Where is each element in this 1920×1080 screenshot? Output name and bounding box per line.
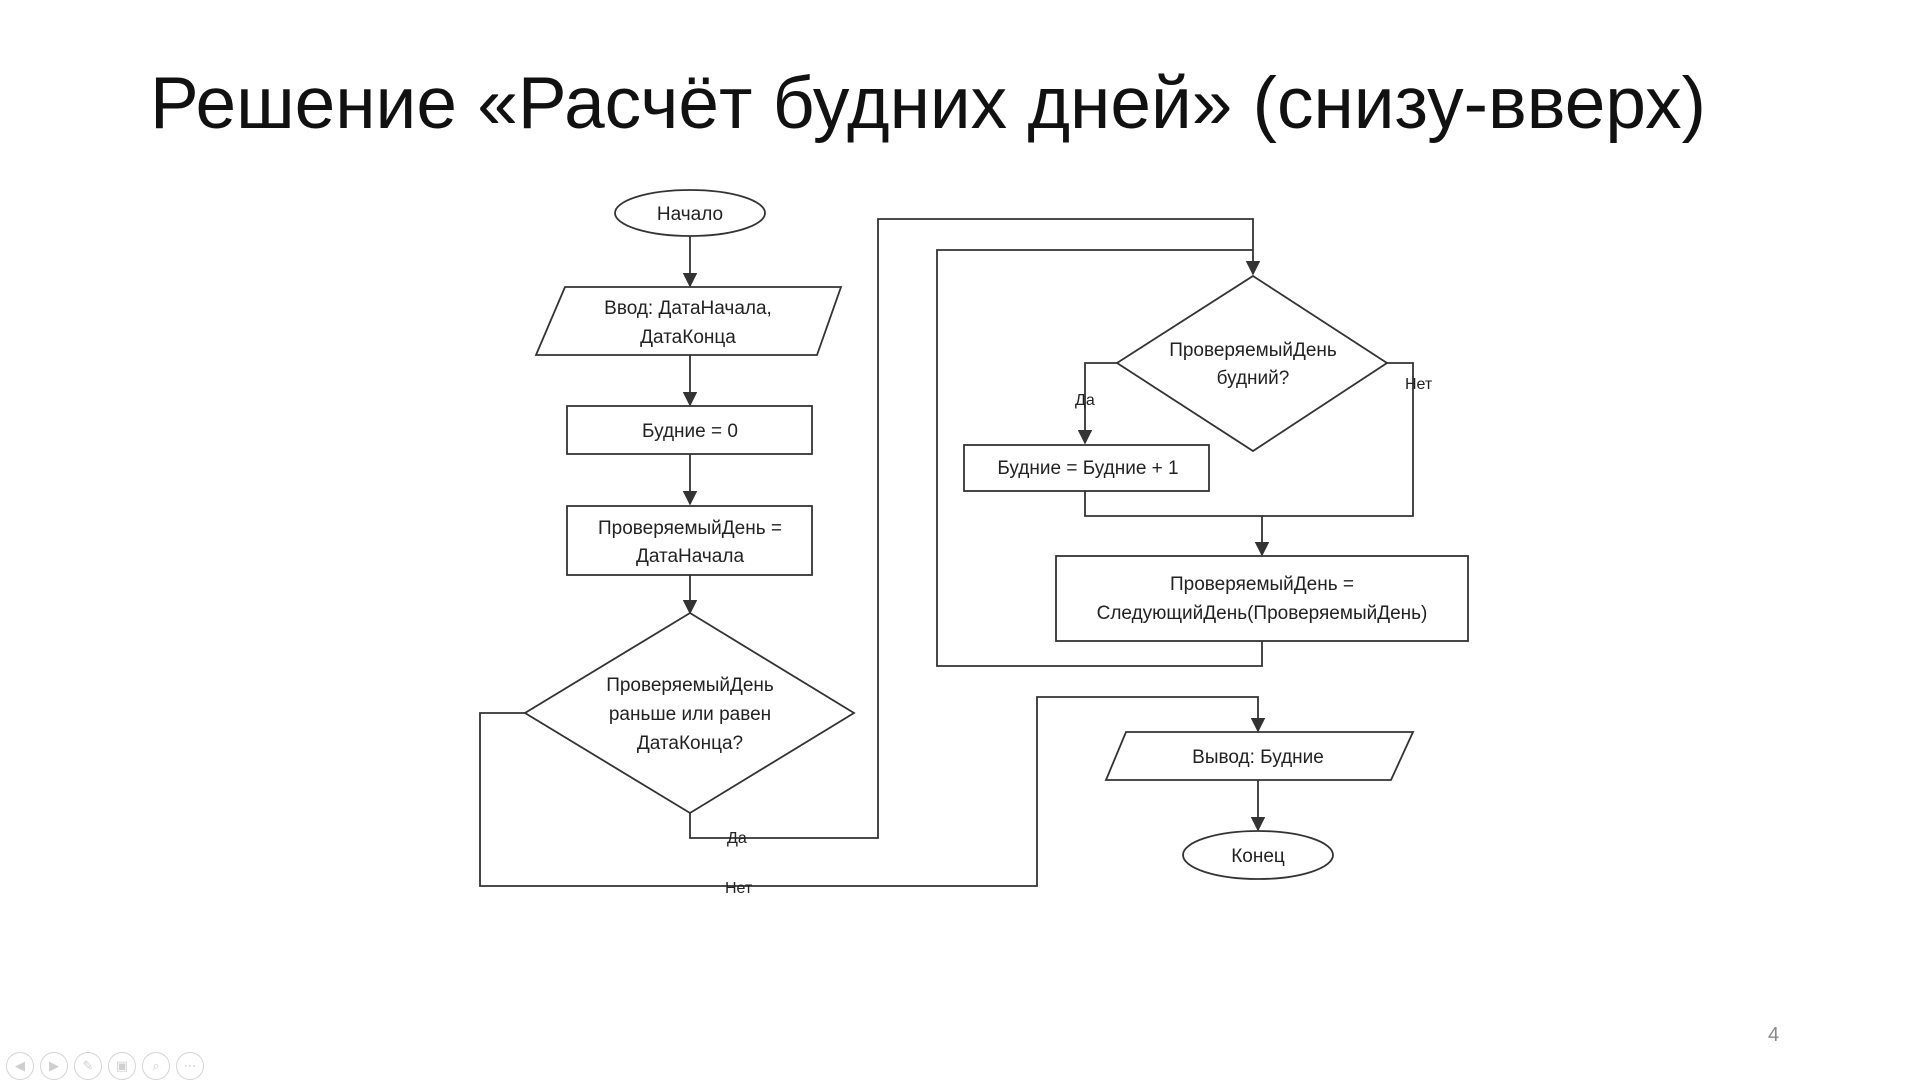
init-weekdays-label: Будние = 0 <box>642 421 738 442</box>
edge-increment-to-merge <box>1084 491 1270 557</box>
previous-icon[interactable]: ◀ <box>6 1052 34 1080</box>
end-label: Конец <box>1231 846 1285 867</box>
init-weekdays-box: Будние = 0 <box>566 405 813 455</box>
loop-cond-line3: ДатаКонца? <box>637 733 743 754</box>
weekday-cond-line2: будний? <box>1217 368 1290 389</box>
connectors <box>479 218 1414 887</box>
loop-no-label: Нет <box>725 880 753 897</box>
input-label-line1: Ввод: ДатаНачала, <box>604 298 772 319</box>
slides-icon[interactable]: ▣ <box>108 1052 136 1080</box>
output-label: Вывод: Будние <box>1192 747 1324 768</box>
increment-label: Будние = Будние + 1 <box>997 458 1178 479</box>
zoom-icon[interactable]: ⌕ <box>142 1052 170 1080</box>
next-day-label-line1: ПроверяемыйДень = <box>1170 574 1354 595</box>
edge-loop-no <box>479 696 1266 887</box>
next-day-box: ПроверяемыйДень = СледующийДень(Проверяе… <box>1055 555 1469 642</box>
input-parallelogram: Ввод: ДатаНачала, ДатаКонца <box>534 286 843 356</box>
weekday-cond-line1: ПроверяемыйДень <box>1169 340 1337 361</box>
end-terminator: Конец <box>1182 830 1334 880</box>
next-icon[interactable]: ▶ <box>40 1052 68 1080</box>
weekday-yes-label: Да <box>1075 392 1095 409</box>
edge-loop-yes <box>689 218 1261 839</box>
init-day-label-line2: ДатаНачала <box>636 546 744 567</box>
edge-weekday-yes <box>1077 362 1117 445</box>
loop-yes-label: Да <box>727 830 747 847</box>
pen-icon[interactable]: ✎ <box>74 1052 102 1080</box>
loop-cond-line1: ПроверяемыйДень <box>606 675 774 696</box>
output-parallelogram: Вывод: Будние <box>1104 731 1415 781</box>
loop-condition-diamond: ПроверяемыйДень раньше или равен ДатаКон… <box>523 611 856 815</box>
slide-title: Решение «Расчёт будних дней» (снизу-ввер… <box>150 63 1706 144</box>
loop-cond-line2: раньше или равен <box>609 704 771 725</box>
init-day-box: ПроверяемыйДень = ДатаНачала <box>566 505 813 576</box>
input-label-line2: ДатаКонца <box>640 327 736 348</box>
weekday-condition-diamond: ПроверяемыйДень будний? <box>1115 274 1389 453</box>
slideshow-controls: ◀ ▶ ✎ ▣ ⌕ ⋯ <box>6 1052 204 1080</box>
edge-weekday-no <box>1262 362 1414 517</box>
next-day-label-line2: СледующийДень(ПроверяемыйДень) <box>1097 603 1428 624</box>
increment-box: Будние = Будние + 1 <box>963 444 1210 492</box>
more-icon[interactable]: ⋯ <box>176 1052 204 1080</box>
init-day-label-line1: ПроверяемыйДень = <box>598 518 782 539</box>
start-label: Начало <box>657 204 723 225</box>
edge-next-day-loop-back <box>936 249 1263 667</box>
start-terminator: Начало <box>614 189 766 237</box>
weekday-no-label: Нет <box>1405 376 1433 393</box>
page-number: 4 <box>1768 1024 1780 1046</box>
